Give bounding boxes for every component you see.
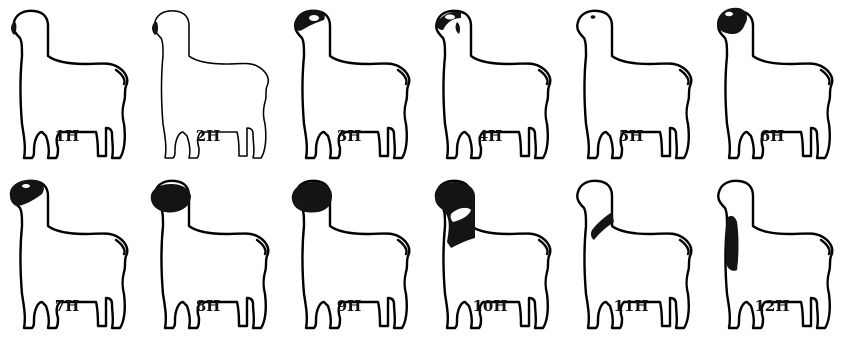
pattern-panel-11h: 11H <box>564 170 705 338</box>
pattern-label: 9H <box>327 297 371 315</box>
pattern-label: 11H <box>609 297 653 315</box>
pattern-label: 7H <box>45 297 89 315</box>
pattern-panel-9h: 9H <box>282 170 423 338</box>
pattern-panel-12h: 12H <box>705 170 846 338</box>
eye-patch-white <box>22 184 30 188</box>
black-neck-stripe-spot <box>726 216 739 271</box>
pattern-label: 6H <box>750 127 794 145</box>
eye-patch-white <box>445 15 455 20</box>
pattern-label: 8H <box>186 297 230 315</box>
pattern-label: 2H <box>186 127 230 145</box>
pattern-label: 3H <box>327 127 371 145</box>
pattern-label: 5H <box>609 127 653 145</box>
pattern-label: 10H <box>468 297 512 315</box>
pattern-panel-6h: 6H <box>705 0 846 168</box>
pattern-panel-10h: 10H <box>423 170 564 338</box>
pattern-label: 4H <box>468 127 512 145</box>
pattern-label: 12H <box>750 297 794 315</box>
pattern-panel-2h: 2H <box>141 0 282 168</box>
pattern-panel-1h: 1H <box>0 0 141 168</box>
pattern-panel-4h: 4H <box>423 0 564 168</box>
pattern-panel-8h: 8H <box>141 170 282 338</box>
eye-spot <box>591 15 596 19</box>
pattern-panel-3h: 3H <box>282 0 423 168</box>
pattern-panel-7h: 7H <box>0 170 141 338</box>
eye-patch-white <box>309 15 319 21</box>
eye-patch-white <box>725 12 733 16</box>
pattern-panel-5h: 5H <box>564 0 705 168</box>
pattern-label: 1H <box>45 127 89 145</box>
